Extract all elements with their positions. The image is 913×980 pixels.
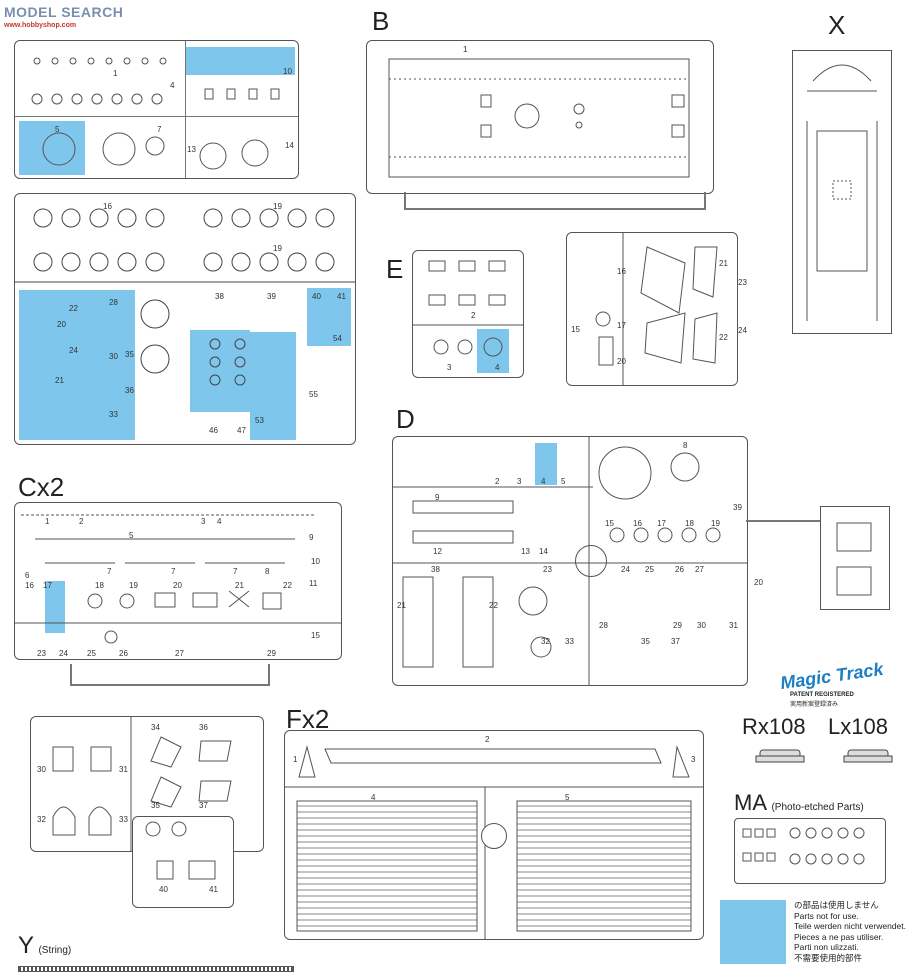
ma-fret xyxy=(734,818,886,884)
sprue-a-top: 1 4 10 5 7 13 14 xyxy=(14,40,299,179)
ma-label-text: MA xyxy=(734,790,767,815)
sprue-f: 1 2 3 4 5 xyxy=(284,730,704,940)
unused-parts-highlight xyxy=(535,443,557,485)
frame-label-y-note: (String) xyxy=(38,945,72,956)
sprue-c3: 40 41 xyxy=(132,816,234,908)
magic-track-jp: 実用新案登録済み xyxy=(790,702,839,708)
legend-line-fr: Pieces a ne pas utiliser. xyxy=(794,931,884,942)
sprue-e2-parts xyxy=(595,233,718,385)
sprue-c-parts xyxy=(15,514,341,644)
legend-line-ja: の部品は使用しません xyxy=(794,900,879,910)
ma-fret-parts xyxy=(742,827,865,865)
sprue-a-bottom: 16 19 19 38 39 40 41 20 22 28 24 30 35 2… xyxy=(14,193,356,445)
legend-line-it: Parti non ulizzati. xyxy=(794,942,859,952)
legend-line-zh: 不需要使用的部件 xyxy=(794,952,863,963)
sprue-b-parts xyxy=(388,58,690,178)
watermark: MODEL SEARCH www.hobbyshop.com xyxy=(4,4,123,29)
magic-track-patent: PATENT REGISTERED xyxy=(790,692,854,698)
ma-note: (Photo-etched Parts) xyxy=(771,802,864,813)
sprue-c2-parts xyxy=(52,717,232,851)
legend-text: の部品は使用しません Parts not for use. Teile werd… xyxy=(794,900,913,963)
sprue-e-parts xyxy=(413,260,523,357)
sprue-c: 1 2 3 4 5 6 7 7 7 8 9 10 11 16 17 18 19 … xyxy=(14,502,342,660)
ma-label: MA (Photo-etched Parts) xyxy=(734,790,864,816)
unused-parts-highlight xyxy=(185,47,295,75)
sprue-b: 1 xyxy=(366,40,714,194)
magic-track-logo: Magic Track xyxy=(779,659,885,694)
legend-line-de: Teile werden nicht verwendet. xyxy=(794,921,906,931)
sprue-d-side-parts xyxy=(836,522,872,596)
sprue-hub xyxy=(575,545,607,577)
frame-label-d: D xyxy=(396,404,415,434)
sprue-x-hull-part xyxy=(806,64,878,321)
frame-label-f: Fx2 xyxy=(286,704,330,734)
watermark-text: MODEL SEARCH xyxy=(4,4,124,20)
sprue-hub xyxy=(481,823,507,849)
sprue-a-top-parts xyxy=(31,57,280,170)
frame-label-c: Cx2 xyxy=(18,472,65,502)
sprue-d: 2 3 4 5 8 39 9 12 13 14 15 16 17 18 19 3… xyxy=(392,436,748,686)
unused-parts-highlight xyxy=(477,329,509,373)
unused-parts-highlight xyxy=(19,121,85,175)
frame-label-y: Y (String) xyxy=(18,934,71,958)
frame-label-x: X xyxy=(828,10,846,40)
track-link-icons xyxy=(755,749,893,763)
magic-track-logo-text: Magic Track xyxy=(779,658,885,694)
legend-line-en: Parts not for use. xyxy=(794,910,859,921)
frame-label-e: E xyxy=(386,254,404,284)
sprue-e: 2 3 4 xyxy=(412,250,524,378)
string-part xyxy=(18,966,294,972)
track-l-count: Lx108 xyxy=(828,714,888,739)
sprue-e2: 16 21 17 15 20 22 xyxy=(566,232,738,386)
unused-parts-highlight xyxy=(19,290,135,440)
frame-label-y-text: Y xyxy=(18,932,35,959)
legend-swatch xyxy=(720,900,786,964)
track-r-count: Rx108 xyxy=(742,714,806,739)
sprue-d-side xyxy=(820,506,890,610)
sprue-d-parts xyxy=(393,437,747,685)
frame-label-b: B xyxy=(372,6,390,36)
sprue-f-parts xyxy=(285,745,703,939)
sprue-a-bottom-parts xyxy=(15,208,355,386)
watermark-site: www.hobbyshop.com xyxy=(4,22,77,29)
sprue-x xyxy=(792,50,892,334)
unused-parts-highlight xyxy=(307,288,351,346)
sprue-c3-parts xyxy=(145,821,216,880)
unused-parts-highlight xyxy=(250,332,296,440)
unused-parts-highlight xyxy=(45,581,65,633)
